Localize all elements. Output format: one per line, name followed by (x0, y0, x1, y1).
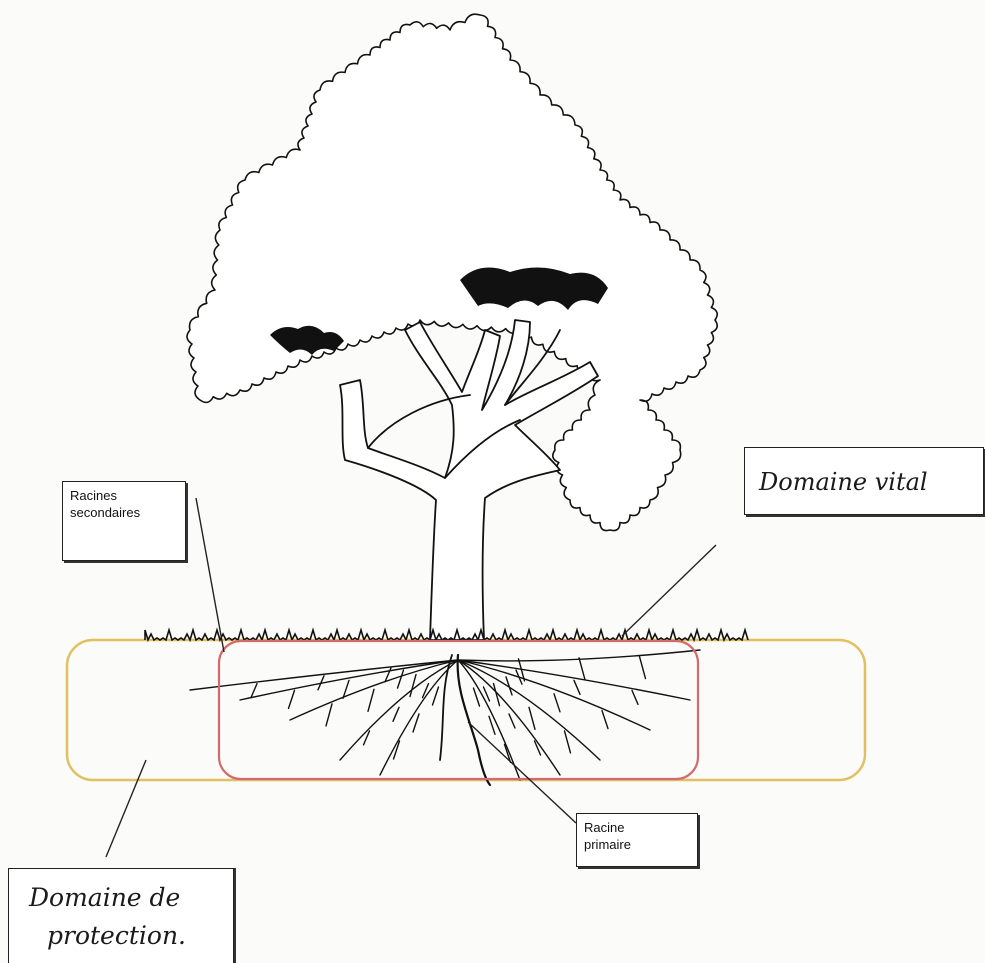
root (632, 690, 638, 704)
root (554, 694, 560, 712)
root (289, 690, 295, 708)
label-primary-root: Racine primaire (576, 813, 698, 867)
label-secondary-roots: Racines secondaires (62, 481, 186, 561)
label-vital-domain: Domaine vital (744, 447, 984, 515)
root (326, 704, 332, 726)
root (251, 684, 257, 698)
leader-secondary-roots (196, 498, 224, 652)
root (579, 658, 585, 680)
tree-trunk (340, 320, 598, 640)
leader-vital-domain (622, 545, 716, 636)
label-secondary-roots-line1: Racines (70, 487, 178, 504)
label-protection-domain: Domaine de protection. (8, 868, 234, 963)
label-secondary-roots-line2: secondaires (70, 504, 178, 521)
root (433, 687, 439, 705)
root (529, 707, 535, 729)
root (602, 711, 608, 729)
root (340, 660, 458, 760)
root (410, 675, 416, 697)
root (398, 670, 404, 688)
label-vital-domain-text: Domaine vital (759, 468, 928, 496)
label-protection-domain-line2: protection. (29, 917, 213, 955)
leader-lines (106, 498, 716, 857)
root (458, 660, 600, 760)
label-primary-root-line1: Racine (584, 819, 690, 836)
root (458, 655, 490, 785)
leader-protection-domain (106, 760, 146, 857)
root (393, 707, 399, 721)
root (368, 689, 374, 711)
label-protection-domain-line1: Domaine de (29, 879, 213, 917)
root (565, 731, 571, 753)
root (640, 657, 646, 679)
label-primary-root-line2: primaire (584, 836, 690, 853)
root-system (190, 650, 700, 785)
root (474, 688, 480, 706)
root (413, 714, 419, 732)
root (574, 680, 580, 694)
root (509, 714, 515, 728)
